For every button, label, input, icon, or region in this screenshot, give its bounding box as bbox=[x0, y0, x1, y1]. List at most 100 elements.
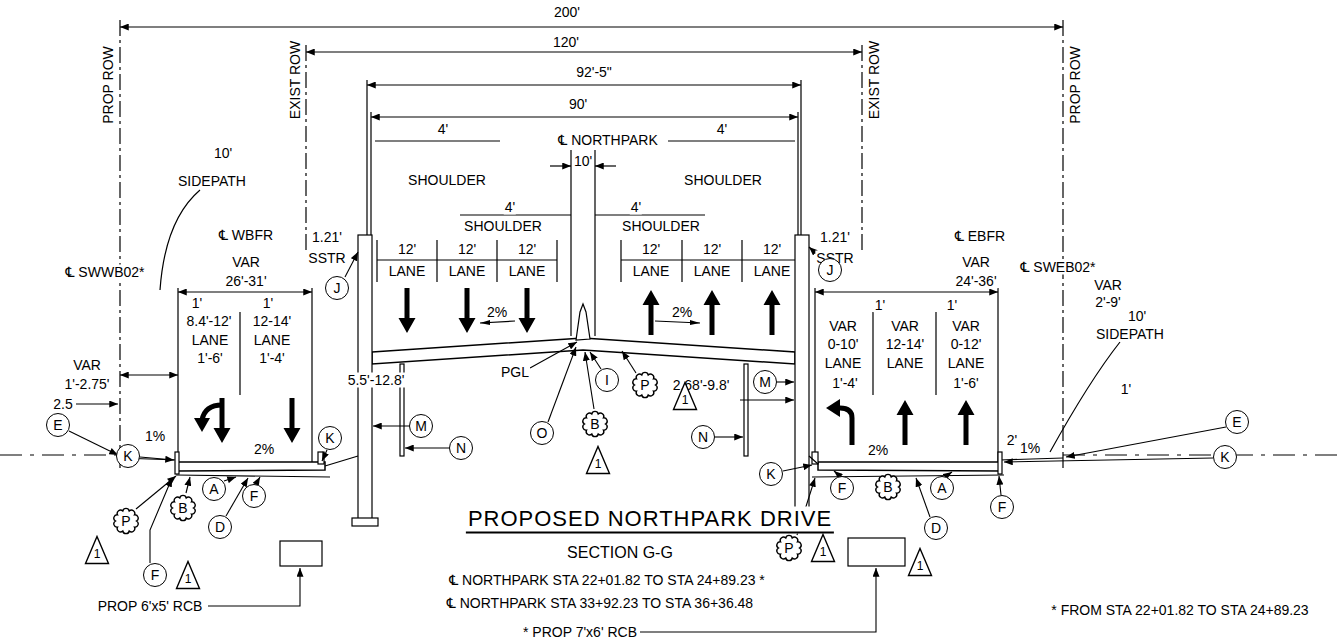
callout-letter: F bbox=[838, 481, 847, 495]
callout-letter: F bbox=[250, 489, 259, 503]
revision-triangle: 1 bbox=[175, 560, 201, 590]
annotation-label: VAR bbox=[231, 255, 261, 270]
callout-circle: D bbox=[208, 515, 232, 539]
annotation-label: SHOULDER bbox=[407, 173, 487, 188]
annotation-label: 2.68'-9.8' bbox=[672, 378, 731, 393]
annotation-label: 26'-31' bbox=[224, 274, 267, 289]
annotation-label: SECTION G-G bbox=[566, 544, 674, 562]
annotation-label: ℄ NORTHPARK bbox=[557, 133, 658, 148]
callout-circle: N bbox=[691, 425, 715, 449]
revision-cloud-callout: B bbox=[168, 493, 198, 523]
annotation-label: VAR bbox=[951, 319, 981, 334]
annotation-label: VAR bbox=[828, 319, 858, 334]
annotation-label: 1'-6' bbox=[952, 376, 980, 391]
callout-circle: F bbox=[830, 476, 854, 500]
cloud-shape bbox=[171, 495, 195, 520]
callout-letter: P bbox=[784, 541, 793, 555]
callout-letter: K bbox=[1220, 450, 1229, 464]
annotation-label: LANE bbox=[253, 333, 292, 348]
annotation-label: SIDEPATH bbox=[177, 174, 247, 189]
annotation-label: 5.5'-12.8' bbox=[347, 373, 406, 388]
annotation-label: 10' bbox=[1127, 309, 1147, 324]
callout-circle: K bbox=[759, 462, 783, 486]
callout-circle: E bbox=[1225, 410, 1249, 434]
revision-triangle: 1 bbox=[585, 445, 611, 475]
row-label: PROP ROW bbox=[1068, 45, 1083, 125]
annotation-label: SIDEPATH bbox=[1095, 327, 1165, 342]
callout-letter: B bbox=[590, 417, 599, 431]
callout-circle: A bbox=[930, 476, 954, 500]
drawing-title: PROPOSED NORTHPARK DRIVE bbox=[466, 507, 834, 534]
revision-cloud-callout: B bbox=[873, 472, 903, 502]
annotation-label: SHOULDER bbox=[463, 219, 543, 234]
annotation-label: VAR bbox=[1093, 278, 1123, 293]
callout-circle: E bbox=[46, 413, 70, 437]
cloud-shape bbox=[777, 535, 801, 560]
callout-letter: N bbox=[698, 430, 708, 444]
callout-letter: 1 bbox=[682, 386, 689, 406]
cloud-shape bbox=[114, 508, 138, 533]
annotation-label: ℄ WBFR bbox=[218, 228, 274, 243]
annotation-label: * FROM STA 22+01.82 TO STA 24+89.23 bbox=[1050, 603, 1309, 618]
row-label: EXIST ROW bbox=[867, 40, 882, 120]
annotation-label: 1'-4' bbox=[258, 351, 286, 366]
annotation-label: 200' bbox=[553, 5, 581, 20]
annotation-label: 90' bbox=[568, 97, 588, 112]
callout-circle: O bbox=[530, 421, 554, 445]
callout-letter: N bbox=[456, 441, 466, 455]
callout-letter: 1 bbox=[820, 538, 827, 558]
annotation-label: 8.4'-12' bbox=[185, 314, 232, 329]
callout-letter: K bbox=[325, 431, 334, 445]
annotation-label: VAR bbox=[72, 358, 102, 373]
annotation-label: 1'-4' bbox=[831, 376, 859, 391]
callout-circle: K bbox=[116, 444, 140, 468]
annotation-label: 1% bbox=[1019, 441, 1041, 456]
annotation-label: 92'-5" bbox=[575, 65, 613, 80]
callout-letter: A bbox=[937, 481, 946, 495]
annotation-label: 0-12' bbox=[950, 337, 983, 352]
callout-letter: F bbox=[151, 568, 160, 582]
callout-letter: I bbox=[605, 373, 609, 387]
annotation-label: 2' bbox=[1006, 433, 1018, 448]
triangle-shape bbox=[86, 537, 109, 564]
annotation-label: 1' bbox=[874, 298, 886, 313]
annotation-label: 10' bbox=[573, 154, 593, 169]
annotation-label: 2% bbox=[253, 442, 275, 457]
revision-triangle: 1 bbox=[907, 547, 933, 577]
callout-letter: P bbox=[121, 514, 130, 528]
annotation-label: PGL bbox=[500, 365, 530, 380]
annotation-label: 1.21' bbox=[311, 230, 343, 245]
callout-letter: P bbox=[640, 378, 649, 392]
annotation-label: LANE bbox=[388, 264, 427, 279]
annotation-label: 12' bbox=[397, 242, 417, 257]
annotation-label: 4' bbox=[630, 200, 642, 215]
annotation-label: VAR bbox=[961, 255, 991, 270]
revision-cloud-callout: P bbox=[111, 506, 141, 536]
callout-circle: J bbox=[818, 258, 842, 282]
callout-letter: E bbox=[1232, 415, 1241, 429]
callout-circle: M bbox=[753, 370, 777, 394]
callout-letter: J bbox=[827, 263, 834, 277]
annotation-label: 12' bbox=[517, 242, 537, 257]
annotation-label: 24'-36' bbox=[954, 274, 997, 289]
triangle-shape bbox=[177, 562, 200, 589]
callout-letter: B bbox=[883, 480, 892, 494]
callout-circle: M bbox=[409, 414, 433, 438]
row-label: PROP ROW bbox=[101, 45, 116, 125]
annotation-label: VAR bbox=[890, 319, 920, 334]
annotation-label: * PROP 7'x6' RCB bbox=[522, 625, 638, 640]
callout-letter: E bbox=[53, 418, 62, 432]
callout-circle: F bbox=[143, 563, 167, 587]
annotation-label: PROP 6'x5' RCB bbox=[97, 599, 204, 614]
annotation-label: SHOULDER bbox=[621, 219, 701, 234]
revision-cloud-callout: B bbox=[580, 409, 610, 439]
annotation-label: 2% bbox=[671, 305, 693, 320]
cloud-shape bbox=[633, 372, 657, 397]
callout-letter: D bbox=[931, 521, 941, 535]
triangle-shape bbox=[909, 549, 932, 576]
callout-circle: A bbox=[202, 477, 226, 501]
callout-letter: 1 bbox=[917, 552, 924, 572]
annotation-label: LANE bbox=[191, 333, 230, 348]
annotation-label: 1' bbox=[946, 298, 958, 313]
